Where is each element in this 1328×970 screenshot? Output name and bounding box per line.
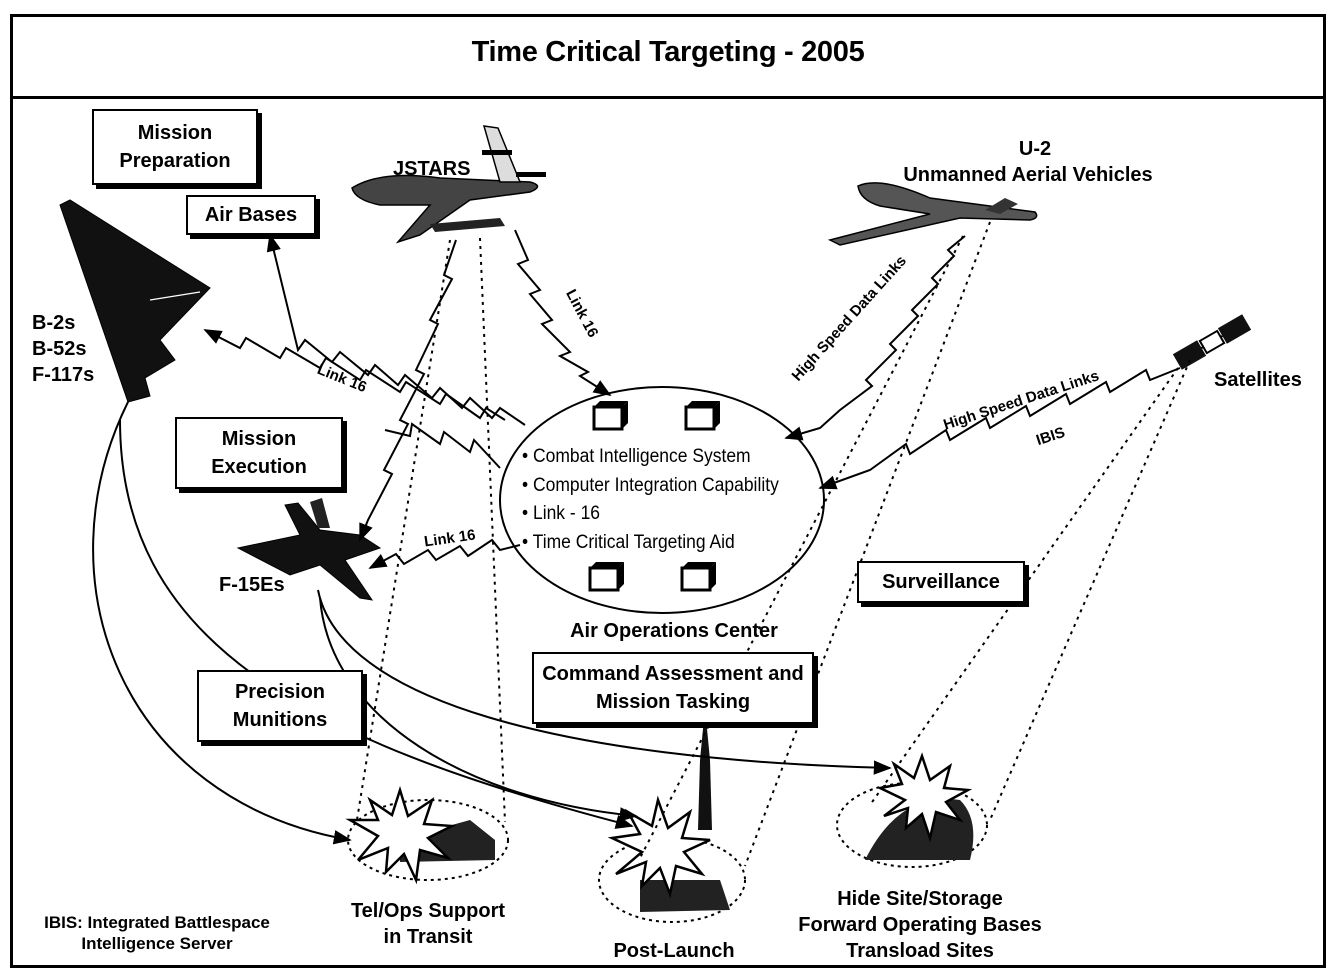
missile-icon bbox=[698, 708, 712, 830]
tel-ops-line2: in Transit bbox=[383, 926, 473, 948]
sensor-line bbox=[989, 359, 1191, 821]
ibis-line1: IBIS: Integrated Battlespace bbox=[44, 913, 270, 932]
link-jstars-f15 bbox=[359, 239, 457, 542]
sensor-line bbox=[744, 221, 991, 867]
u2-aircraft-icon bbox=[827, 182, 1038, 246]
target-ellipse-tel bbox=[347, 799, 509, 881]
post-launch-label: Post-Launch bbox=[613, 940, 735, 962]
hide-site-line2: Forward Operating Bases bbox=[798, 914, 1042, 936]
surveillance-box: Surveillance bbox=[857, 561, 1025, 603]
explosion-icon bbox=[875, 752, 973, 843]
satellite-icon bbox=[1172, 314, 1252, 370]
link-sat-aoc bbox=[818, 367, 1181, 490]
link-jstars-aoc bbox=[514, 229, 612, 396]
sensor-line bbox=[479, 237, 506, 823]
aoc-item: • Combat Intelligence System bbox=[522, 446, 751, 467]
u2-label: U-2 bbox=[1018, 138, 1052, 160]
command-assessment-box: Command Assessment and Mission Tasking bbox=[532, 652, 814, 724]
jstars-aircraft-icon bbox=[351, 125, 546, 244]
diagram-frame bbox=[10, 14, 1326, 968]
sensor-line bbox=[639, 235, 964, 859]
link-aoc-f15 bbox=[368, 538, 521, 569]
page-title: Time Critical Targeting - 2005 bbox=[471, 36, 865, 68]
aoc-ellipse bbox=[499, 386, 825, 614]
aoc-label: Air Operations Center bbox=[570, 620, 778, 642]
sensor-line bbox=[356, 239, 451, 821]
hide-site-line1: Hide Site/Storage bbox=[837, 888, 1003, 910]
mission-preparation-box: Mission Preparation bbox=[92, 109, 258, 185]
aoc-item: • Link - 16 bbox=[522, 503, 601, 524]
explosion-icon bbox=[345, 785, 457, 885]
aoc-item: • Time Critical Targeting Aid bbox=[522, 531, 735, 553]
sensor-line bbox=[869, 367, 1179, 806]
trajectory-f15-hidesite bbox=[317, 589, 892, 775]
hide-site-label: Hide Site/Storage Forward Operating Base… bbox=[770, 886, 1070, 964]
bomber-f117-label: F-117s bbox=[32, 364, 95, 386]
bombers-label: B-2s B-52s F-117s bbox=[32, 310, 94, 388]
ibis-footnote: IBIS: Integrated Battlespace Intelligenc… bbox=[22, 912, 292, 954]
aoc-item: • Computer Integration Capability bbox=[522, 474, 779, 496]
computer-icon bbox=[684, 401, 720, 431]
computer-icon bbox=[680, 562, 716, 592]
computer-icon bbox=[588, 562, 624, 592]
f15-fighter-icon bbox=[236, 498, 382, 601]
bomber-b52-label: B-52s bbox=[32, 338, 87, 360]
air-bases-box: Air Bases bbox=[186, 195, 316, 235]
precision-munitions-box: Precision Munitions bbox=[197, 670, 363, 742]
computer-icon bbox=[592, 401, 628, 431]
mission-execution-box: Mission Execution bbox=[175, 417, 343, 489]
trajectory-f15-postlaunch bbox=[319, 597, 638, 822]
launcher-target-icon bbox=[640, 880, 730, 912]
tel-ops-line1: Tel/Ops Support bbox=[350, 900, 506, 922]
link-u2-aoc bbox=[784, 235, 966, 441]
f15-label: F-15Es bbox=[219, 574, 285, 596]
title-bar bbox=[13, 17, 1323, 99]
satellites-label: Satellites bbox=[1214, 369, 1302, 391]
b2-bomber-icon bbox=[59, 199, 211, 403]
link-bombers-aoc bbox=[384, 422, 501, 469]
bomber-b2-label: B-2s bbox=[32, 312, 76, 334]
trajectory-bombers-tel bbox=[92, 401, 352, 845]
link-aoc-bombers bbox=[203, 329, 506, 421]
hide-site-line3: Transload Sites bbox=[846, 940, 994, 962]
aoc-capabilities-list: • Combat Intelligence System • Computer … bbox=[522, 443, 798, 557]
ibis-line2: Intelligence Server bbox=[81, 934, 233, 953]
tel-ops-label: Tel/Ops Support in Transit bbox=[318, 898, 538, 950]
jstars-label: JSTARS bbox=[393, 158, 471, 180]
uav-label: Unmanned Aerial Vehicles bbox=[903, 164, 1153, 186]
link-aoc-airbases bbox=[266, 233, 526, 426]
